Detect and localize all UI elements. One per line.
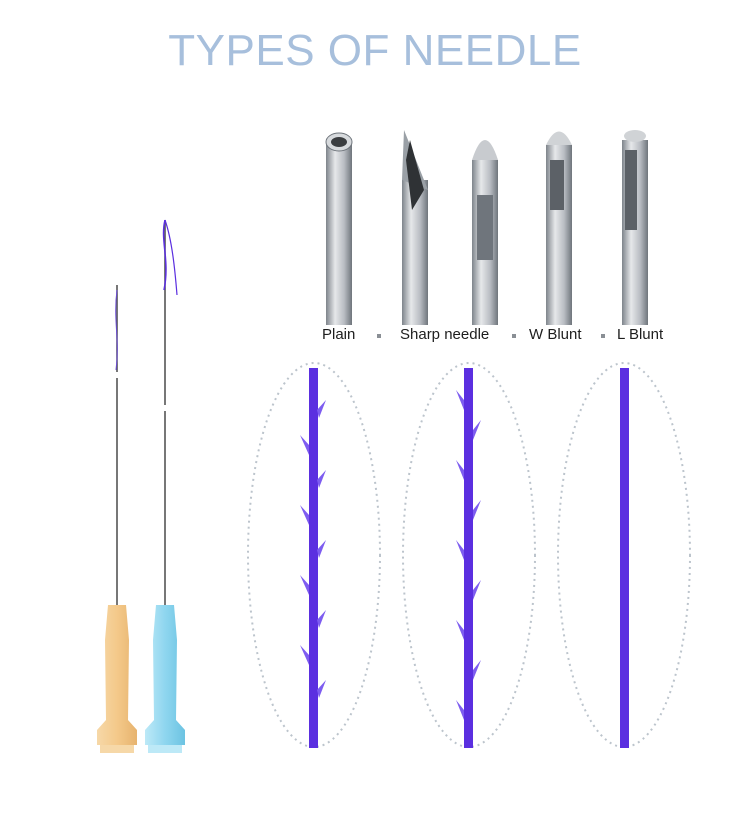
- needle-type-labels: Plain Sharp needle W Blunt L Blunt: [300, 326, 700, 348]
- thread-closeups-illustration: [247, 362, 691, 748]
- thread-one: [309, 368, 318, 748]
- label-w-blunt: W Blunt: [529, 326, 582, 343]
- label-l-blunt: L Blunt: [617, 326, 664, 343]
- full-needles-illustration: [97, 219, 185, 753]
- separator-dot: [512, 334, 516, 338]
- needle-tips-illustration: [325, 130, 648, 325]
- thread-three: [620, 368, 629, 748]
- label-plain: Plain: [322, 326, 356, 343]
- separator-dot: [377, 334, 381, 338]
- label-sharp-needle: Sharp needle: [400, 326, 490, 343]
- thread-two: [464, 368, 473, 748]
- page-title: TYPES OF NEEDLE: [168, 26, 582, 75]
- separator-dot: [601, 334, 605, 338]
